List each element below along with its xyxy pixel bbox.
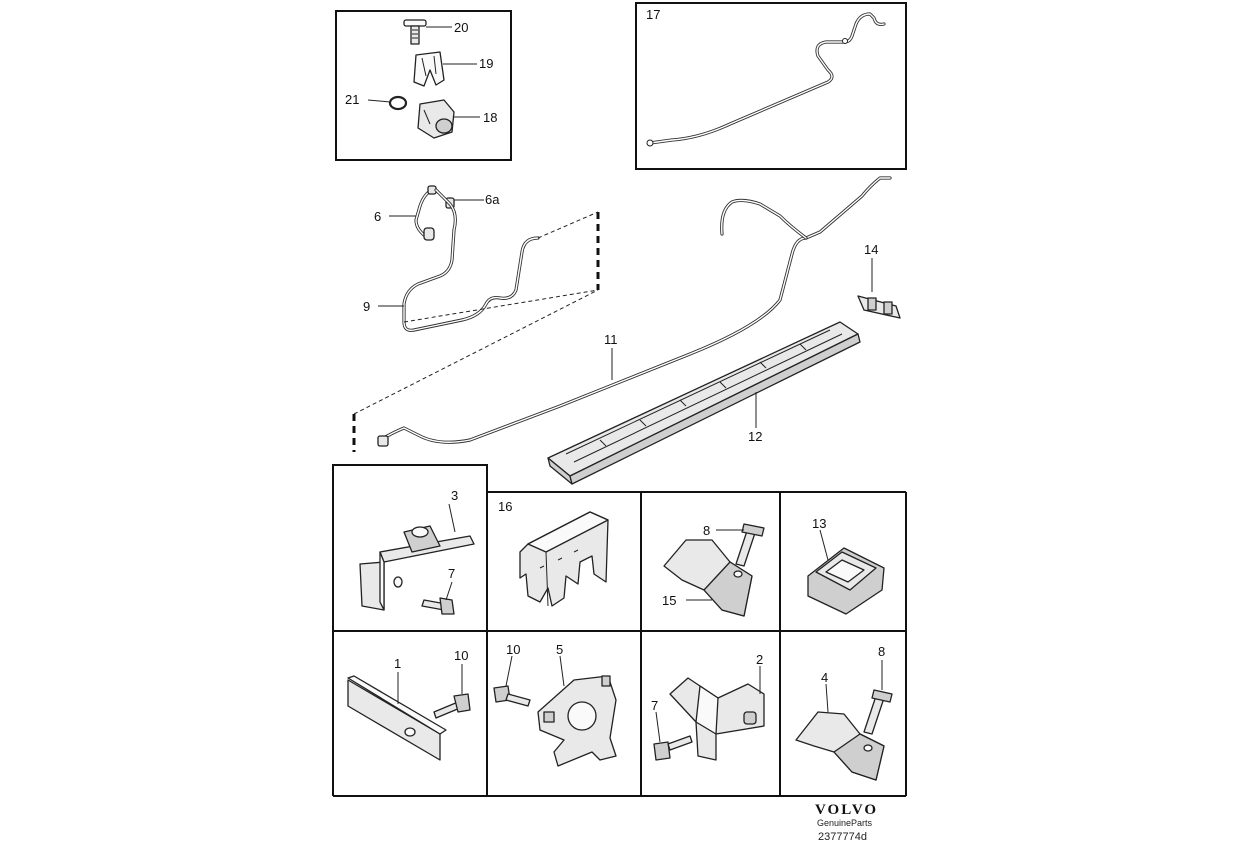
callout-8b: 8: [878, 644, 885, 659]
callout-20: 20: [454, 20, 468, 35]
callout-6a: 6a: [485, 192, 500, 207]
part-1-plate[interactable]: [347, 675, 447, 761]
panel-plate-1: 1 10: [347, 648, 471, 761]
part-2-bracket[interactable]: [669, 677, 765, 761]
callout-2: 2: [756, 652, 763, 667]
callout-12: 12: [748, 429, 762, 444]
part-4-bracket[interactable]: [795, 711, 885, 781]
part-18-holder[interactable]: [417, 99, 455, 139]
panel-holder-16: 16: [498, 499, 609, 607]
callout-19: 19: [479, 56, 493, 71]
part-17-fuel-pipe[interactable]: [646, 12, 886, 147]
panel-pipe-17: 17: [635, 2, 907, 170]
part-16-holder[interactable]: [519, 511, 609, 607]
volvo-logo: VOLVO GenuineParts 2377774d: [815, 802, 878, 843]
part-19-clip[interactable]: [413, 51, 445, 87]
panel-frame: [335, 10, 512, 161]
panel-bracket-3: 3 7: [359, 488, 475, 615]
part-10-bolt-b[interactable]: [493, 685, 531, 707]
part-15-bracket[interactable]: [663, 539, 753, 617]
callout-11: 11: [604, 332, 618, 347]
panel-bracket-4: 4 8: [795, 644, 893, 781]
brand-subtitle: GenuineParts: [817, 818, 873, 828]
callout-21: 21: [345, 92, 359, 107]
detail-grid: [332, 464, 907, 797]
part-11-fuel-pipe[interactable]: [377, 176, 892, 447]
callout-7a: 7: [448, 566, 455, 581]
pipe-break-marks: [352, 211, 600, 452]
panel-bracket-5: 10 5: [493, 642, 617, 767]
callout-6: 6: [374, 209, 381, 224]
callout-14: 14: [864, 242, 878, 257]
panel-bracket-2: 2 7: [651, 652, 765, 761]
callout-1: 1: [394, 656, 401, 671]
panel-grommet-13: 13: [807, 516, 885, 615]
brand-name: VOLVO: [815, 802, 878, 818]
part-9-fuel-pipe[interactable]: [402, 188, 540, 332]
callout-10b: 10: [506, 642, 520, 657]
callout-5: 5: [556, 642, 563, 657]
part-21-o-ring[interactable]: [388, 95, 408, 111]
callout-10a: 10: [454, 648, 468, 663]
callout-16: 16: [498, 499, 512, 514]
callout-18: 18: [483, 110, 497, 125]
callout-8a: 8: [703, 523, 710, 538]
part-8-bolt-b[interactable]: [863, 689, 893, 735]
part-13-grommet[interactable]: [807, 547, 885, 615]
part-12-pipe-rail[interactable]: [547, 321, 861, 485]
panel-clip-assembly: 20 19 18 21: [335, 10, 512, 161]
panel-bracket-15: 8 15: [662, 523, 765, 617]
callout-7b: 7: [651, 698, 658, 713]
callout-4: 4: [821, 670, 828, 685]
callout-13: 13: [812, 516, 826, 531]
diagram-reference: 2377774d: [818, 831, 867, 843]
part-5-bracket[interactable]: [537, 675, 617, 767]
part-3-bracket[interactable]: [359, 525, 475, 611]
part-14-clip[interactable]: [857, 295, 901, 319]
part-10-bolt-a[interactable]: [433, 693, 471, 719]
part-6-hose[interactable]: [414, 185, 437, 241]
part-20-push-pin[interactable]: [403, 19, 427, 45]
part-7-bolt-b[interactable]: [653, 735, 693, 761]
callout-9: 9: [363, 299, 370, 314]
panel-frame: [635, 2, 907, 170]
callout-3: 3: [451, 488, 458, 503]
callout-15: 15: [662, 593, 676, 608]
part-8-bolt[interactable]: [735, 523, 765, 567]
callout-17: 17: [646, 7, 660, 22]
part-7-bolt[interactable]: [421, 597, 455, 615]
